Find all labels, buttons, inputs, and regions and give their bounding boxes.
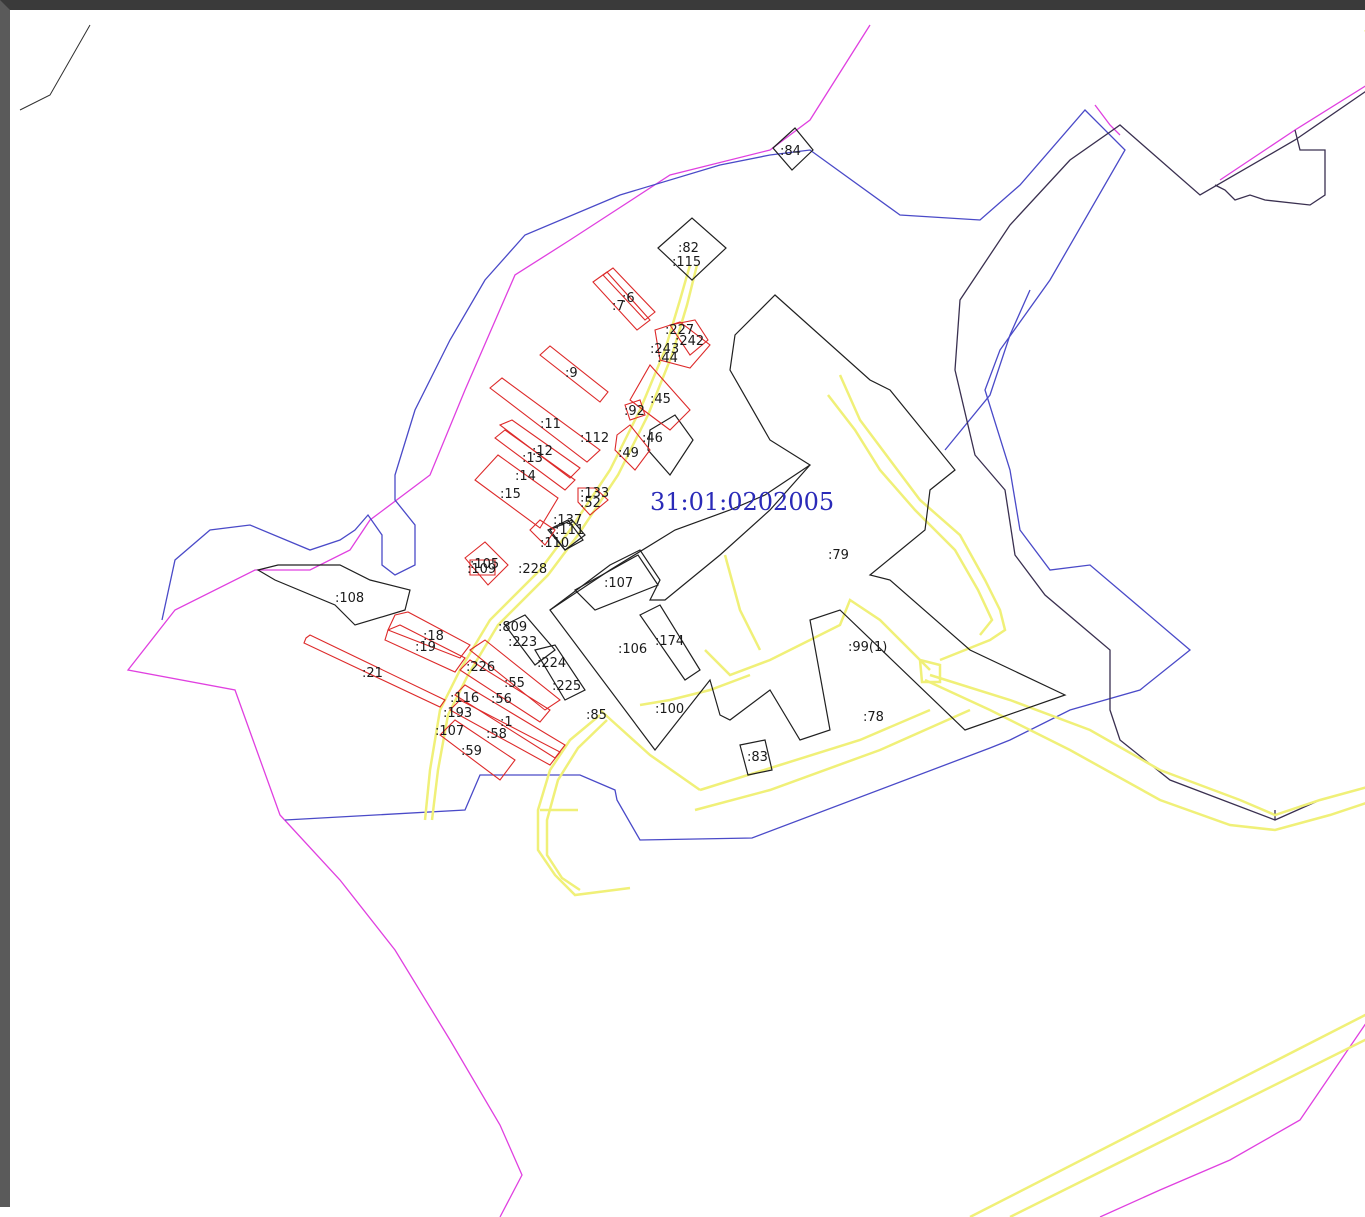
label-19[interactable]: :19: [415, 640, 436, 655]
parcel-224[interactable]: [534, 644, 586, 701]
cadastral-map[interactable]: :84 :82 :115 :6 :7 :227 :242 :243 :44 :9…: [10, 10, 1365, 1217]
label-15[interactable]: :15: [500, 487, 521, 502]
label-83[interactable]: :83: [747, 750, 768, 765]
parcels: [256, 127, 1067, 776]
label-92[interactable]: :92: [624, 404, 645, 419]
label-11[interactable]: :11: [540, 417, 561, 432]
label-225[interactable]: :225: [552, 679, 581, 694]
label-809[interactable]: :809: [498, 620, 527, 635]
label-1[interactable]: :1: [500, 715, 513, 730]
label-58[interactable]: :58: [486, 727, 507, 742]
parcel-106[interactable]: [549, 464, 811, 611]
label-105[interactable]: :105: [470, 557, 499, 572]
label-6[interactable]: :6: [622, 291, 635, 306]
parcel-82[interactable]: [657, 217, 727, 281]
label-9[interactable]: :9: [565, 366, 578, 381]
label-59[interactable]: :59: [461, 744, 482, 759]
parcel-108[interactable]: [256, 564, 411, 626]
parcel-labels: :84 :82 :115 :6 :7 :227 :242 :243 :44 :9…: [335, 144, 887, 765]
parcel-83[interactable]: [739, 739, 773, 776]
parcel-809[interactable]: [504, 614, 556, 666]
label-107b[interactable]: :107: [435, 724, 464, 739]
corner-fragment: [19, 24, 91, 111]
label-110[interactable]: :110: [540, 536, 569, 551]
quarter-number-label: 31:01:0202005: [650, 488, 834, 516]
label-193[interactable]: :193: [443, 706, 472, 721]
label-115[interactable]: :115: [672, 255, 701, 270]
label-109[interactable]: :109: [467, 562, 496, 577]
parcel-84[interactable]: [772, 127, 814, 171]
parcel-107[interactable]: [574, 554, 659, 611]
label-224[interactable]: :224: [537, 656, 566, 671]
label-99-1[interactable]: :99(1): [848, 640, 887, 655]
label-85[interactable]: :85: [586, 708, 607, 723]
label-116[interactable]: :116: [450, 691, 479, 706]
label-21[interactable]: :21: [362, 666, 383, 681]
label-82[interactable]: :82: [678, 241, 699, 256]
parcel-46[interactable]: [647, 414, 694, 476]
label-242[interactable]: :242: [675, 334, 704, 349]
label-44[interactable]: :44: [657, 351, 678, 366]
label-55[interactable]: :55: [504, 676, 525, 691]
utility-lines: [423, 30, 1365, 1217]
external-boundary: [954, 91, 1365, 821]
label-137[interactable]: :137: [553, 513, 582, 528]
parcel-110[interactable]: [549, 519, 586, 551]
parcel-79[interactable]: [549, 294, 1067, 751]
label-52[interactable]: :52: [580, 496, 601, 511]
label-79[interactable]: :79: [828, 548, 849, 563]
label-13[interactable]: :13: [522, 451, 543, 466]
label-227[interactable]: :227: [665, 323, 694, 338]
label-223[interactable]: :223: [508, 635, 537, 650]
label-228[interactable]: :228: [518, 562, 547, 577]
label-56[interactable]: :56: [491, 692, 512, 707]
label-14[interactable]: :14: [515, 469, 536, 484]
buildings: [303, 267, 711, 781]
label-133[interactable]: :133: [580, 486, 609, 501]
parcel-174[interactable]: [639, 604, 701, 681]
label-108[interactable]: :108: [335, 591, 364, 606]
quarter-boundary: [161, 109, 1192, 841]
label-100[interactable]: :100: [655, 702, 684, 717]
label-78[interactable]: :78: [863, 710, 884, 725]
label-12[interactable]: :12: [532, 444, 553, 459]
label-45[interactable]: :45: [650, 392, 671, 407]
label-7[interactable]: :7: [612, 299, 625, 314]
label-112[interactable]: :112: [580, 431, 609, 446]
label-46[interactable]: :46: [642, 431, 663, 446]
label-174[interactable]: :174: [655, 634, 684, 649]
label-18[interactable]: :18: [423, 629, 444, 644]
label-49[interactable]: :49: [618, 446, 639, 461]
label-106[interactable]: :106: [618, 642, 647, 657]
label-84[interactable]: :84: [780, 144, 801, 159]
label-111[interactable]: :111: [555, 523, 584, 538]
label-226[interactable]: :226: [466, 660, 495, 675]
label-107a[interactable]: :107: [604, 576, 633, 591]
label-243[interactable]: :243: [650, 342, 679, 357]
